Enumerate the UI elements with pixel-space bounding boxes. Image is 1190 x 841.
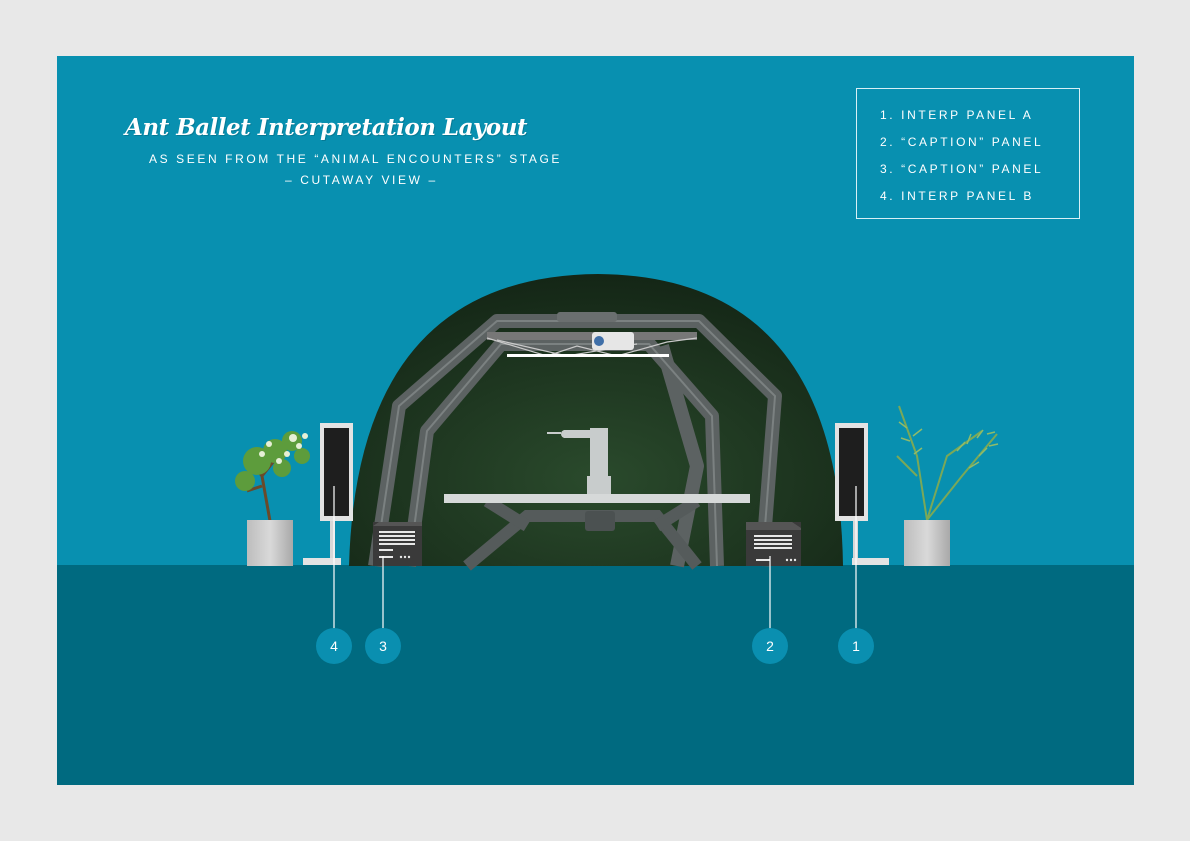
legend-item-3: 3. “CAPTION” PANEL [880,162,1044,176]
view-label: – CUTAWAY VIEW – [285,173,438,187]
marker-4-label: 4 [330,638,338,654]
legend-item-4: 4. INTERP PANEL B [880,189,1035,203]
marker-4: 4 [316,628,352,664]
floor [57,565,1134,785]
legend-item-1: 1. INTERP PANEL A [880,108,1034,122]
interp-panel-a [835,423,889,565]
marker-3: 3 [365,628,401,664]
diagram-subtitle: AS SEEN FROM THE “ANIMAL ENCOUNTERS” STA… [149,152,563,166]
marker-1: 1 [838,628,874,664]
cutaway-scene: 4 3 2 1 [57,274,1134,785]
caption-panel-left [373,522,422,566]
diagram-title: Ant Ballet Interpretation Layout [125,114,528,141]
legend-item-2: 2. “CAPTION” PANEL [880,135,1044,149]
projector-rig [486,312,698,357]
marker-3-label: 3 [379,638,387,654]
marker-1-label: 1 [852,638,860,654]
interp-panel-b [303,423,353,565]
diagram-canvas: 4 3 2 1 Ant Ballet Interpretation Layout… [57,56,1134,785]
right-plant [896,405,999,566]
display-table [444,494,750,503]
marker-2: 2 [752,628,788,664]
marker-2-label: 2 [766,638,774,654]
left-plant [235,431,310,566]
caption-panel-right [746,522,801,566]
legend-box: 1. INTERP PANEL A 2. “CAPTION” PANEL 3. … [856,88,1080,219]
leader-lines [333,486,857,631]
